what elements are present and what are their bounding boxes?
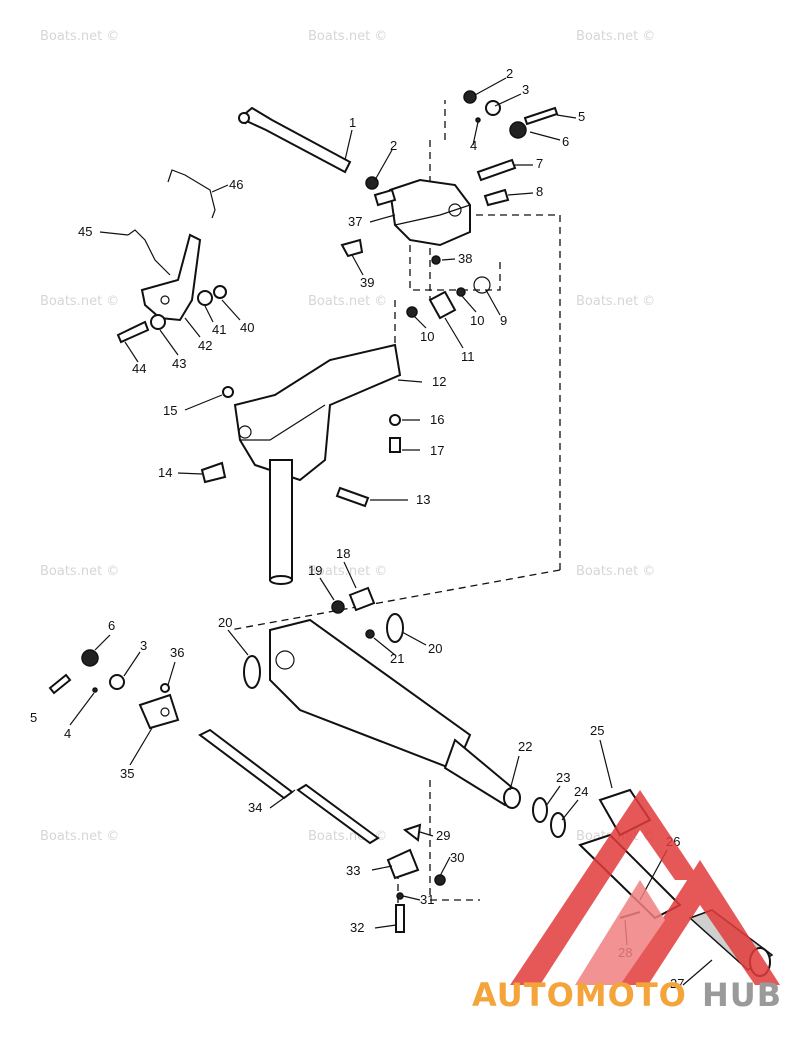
callout-46: 46	[229, 177, 243, 192]
callout-24: 24	[574, 784, 588, 799]
callout-27: 27	[670, 976, 684, 991]
callout-11: 11	[461, 349, 475, 364]
watermark: Boats.net ©	[576, 564, 655, 579]
callout-41: 41	[212, 322, 226, 337]
watermark: Boats.net ©	[308, 294, 387, 309]
callout-2: 2	[390, 138, 397, 153]
callout-10: 10	[470, 313, 484, 328]
watermark: Boats.net ©	[40, 294, 119, 309]
callout-9: 9	[500, 313, 507, 328]
callout-43: 43	[172, 356, 186, 371]
callout-39: 39	[360, 275, 374, 290]
callout-19: 19	[308, 563, 322, 578]
part-23-24-washers	[532, 797, 566, 838]
callout-6: 6	[108, 618, 115, 633]
part-12-steering-arm	[200, 343, 402, 585]
pivot-hardware	[243, 586, 404, 689]
part-37-bracket	[373, 178, 471, 247]
callout-4: 4	[64, 726, 71, 741]
callout-31: 31	[420, 892, 434, 907]
lower-hardware	[386, 823, 446, 933]
callout-labels: 1 2 2 3 4 5 6 7 8 37 38 39 10 10 9 11 46…	[30, 66, 684, 991]
logo-triangle-right	[620, 860, 780, 985]
callout-14: 14	[158, 465, 172, 480]
wire-links	[127, 169, 216, 276]
callout-13: 13	[416, 492, 430, 507]
callout-34: 34	[248, 800, 262, 815]
callout-38: 38	[458, 251, 472, 266]
part-1-rod	[238, 106, 352, 174]
callout-17: 17	[430, 443, 444, 458]
left-hardware	[48, 649, 380, 845]
mid-hardware	[340, 238, 491, 320]
callout-44: 44	[132, 361, 146, 376]
callout-20: 20	[218, 615, 232, 630]
callout-36: 36	[170, 645, 184, 660]
part-2-nut	[365, 90, 477, 190]
callout-45: 45	[78, 224, 92, 239]
watermark: Boats.net ©	[40, 29, 119, 44]
callout-35: 35	[120, 766, 134, 781]
part-42-bracket	[116, 233, 227, 344]
callout-25: 25	[590, 723, 604, 738]
callout-33: 33	[346, 863, 360, 878]
callout-37: 37	[348, 214, 362, 229]
logo-text-automoto: AUTOMOTO	[472, 976, 687, 1014]
assembly-lines	[229, 100, 561, 920]
watermark: Boats.net ©	[308, 564, 387, 579]
callout-32: 32	[350, 920, 364, 935]
upper-hardware	[475, 100, 559, 207]
callout-4: 4	[470, 138, 477, 153]
logo-triangle-left	[510, 790, 700, 985]
callout-2: 2	[506, 66, 513, 81]
part-22-tube	[269, 618, 521, 809]
callout-22: 22	[518, 739, 532, 754]
callout-16: 16	[430, 412, 444, 427]
callout-5: 5	[30, 710, 37, 725]
callout-23: 23	[556, 770, 570, 785]
callout-3: 3	[522, 82, 529, 97]
logo-text-hub: HUB	[702, 976, 782, 1014]
automotohub-logo	[510, 790, 780, 985]
callout-29: 29	[436, 828, 450, 843]
callout-15: 15	[163, 403, 177, 418]
watermark: Boats.net ©	[40, 829, 119, 844]
callout-18: 18	[336, 546, 350, 561]
logo-wordmark: AUTOMOTO HUB	[472, 976, 782, 1014]
callout-5: 5	[578, 109, 585, 124]
callout-30: 30	[450, 850, 464, 865]
watermark: Boats.net ©	[576, 294, 655, 309]
callout-3: 3	[140, 638, 147, 653]
callout-1: 1	[349, 115, 356, 130]
logo-triangle-inner	[575, 880, 665, 985]
callout-8: 8	[536, 184, 543, 199]
callout-12: 12	[432, 374, 446, 389]
watermark: Boats.net ©	[308, 29, 387, 44]
leader-lines	[69, 77, 713, 986]
callout-40: 40	[240, 320, 254, 335]
callout-21: 21	[390, 651, 404, 666]
watermark: Boats.net ©	[40, 564, 119, 579]
watermark: Boats.net ©	[576, 29, 655, 44]
callout-6: 6	[562, 134, 569, 149]
callout-7: 7	[536, 156, 543, 171]
callout-20: 20	[428, 641, 442, 656]
callout-10: 10	[420, 329, 434, 344]
callout-42: 42	[198, 338, 212, 353]
